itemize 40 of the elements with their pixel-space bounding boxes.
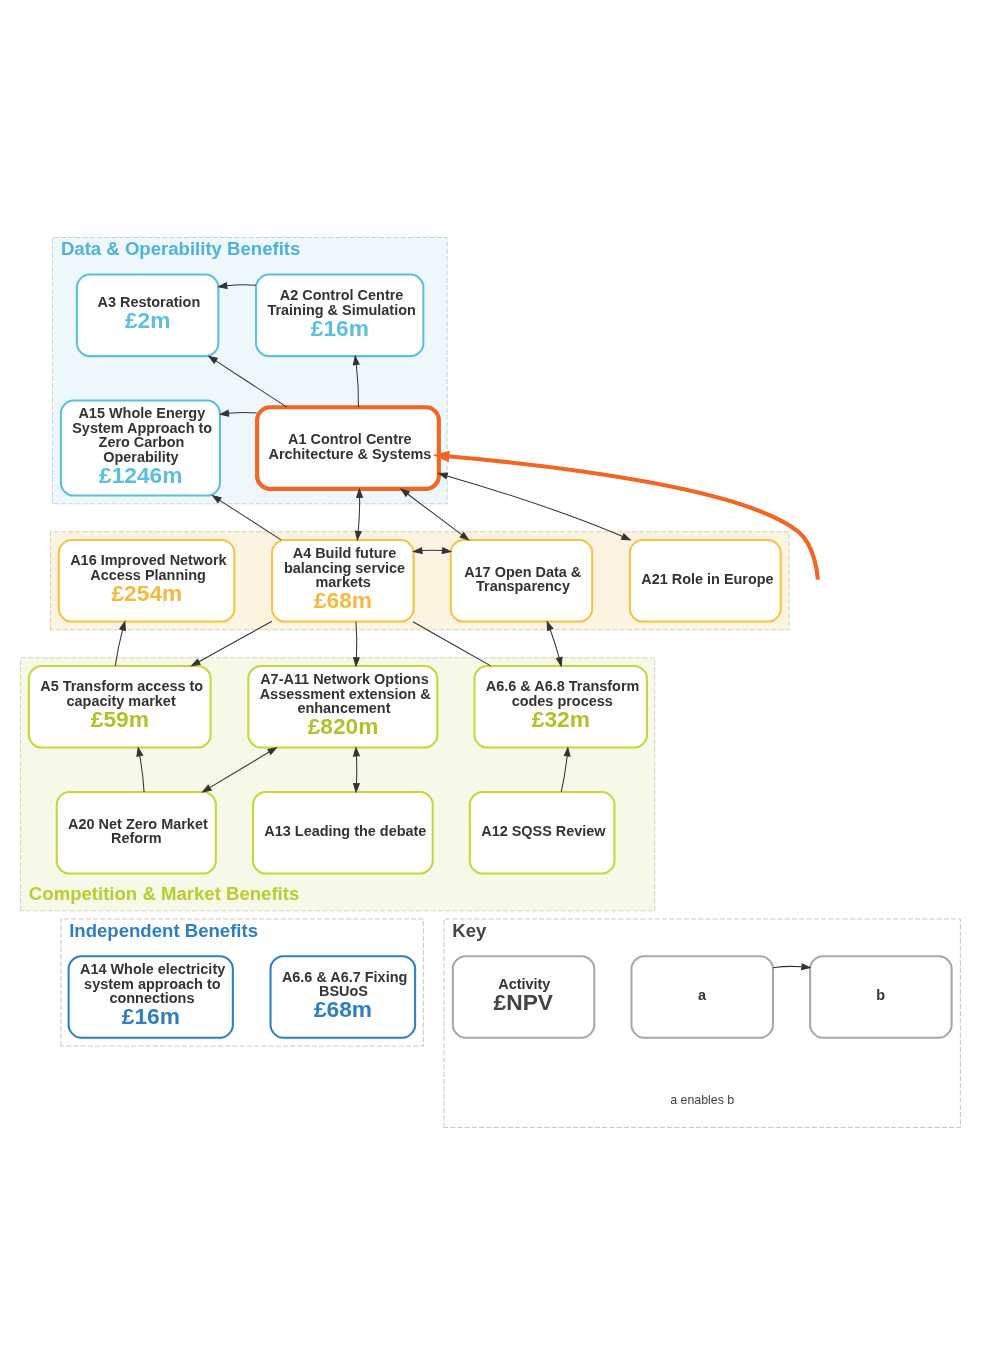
arrow: [352, 621, 361, 668]
arrow: [211, 494, 282, 541]
arrow: [218, 409, 258, 417]
node-box: A13 Leading the debate: [251, 790, 434, 875]
node-box: A2 Control Centre Training & Simulation £16m: [255, 273, 425, 358]
arrow: [352, 746, 361, 794]
node-box: Activity £NPV: [451, 955, 596, 1039]
label: a enables b: [670, 1092, 735, 1107]
arrow: [190, 620, 273, 667]
node-box: A21 Role in Europe: [628, 538, 782, 623]
connector: [412, 621, 492, 667]
arrow: [114, 620, 126, 667]
arrow: [772, 963, 812, 971]
node-box: A6.6 & A6.8 Transform codes process £32m: [473, 664, 648, 749]
arrow: [412, 546, 453, 555]
node-box: A1 Control Centre Architecture & Systems: [255, 405, 441, 491]
arrow: [201, 746, 278, 793]
node-box: A15 Whole Energy System Approach to Zero Carbon Operability £1246m: [59, 399, 221, 497]
arrow: [354, 487, 364, 542]
node-box: A6.6 & A6.7 Fixing BSUoS £68m: [269, 955, 417, 1039]
arrow: [399, 488, 470, 541]
node-box: A20 Net Zero Market Reform: [55, 790, 217, 875]
node-box: b: [809, 955, 953, 1039]
node-box: A7-A11 Network Options Assessment extension & enhancement £820m: [247, 664, 439, 749]
arrow: [352, 354, 360, 408]
node-box: A3 Restoration £2m: [75, 273, 220, 358]
arrow: [207, 355, 288, 408]
node-box: a: [630, 955, 774, 1039]
node-box: A17 Open Data & Transparency: [449, 538, 594, 623]
node-box: A16 Improved Network Access Planning £254m: [57, 538, 236, 623]
arrow: [437, 472, 632, 541]
node-box: A5 Transform access to capacity market £59m: [27, 664, 212, 749]
arrow: [217, 282, 257, 290]
node-box: A12 SQSS Review: [468, 790, 616, 875]
arrow: [432, 450, 820, 580]
arrow: [546, 620, 563, 668]
arrow: [136, 746, 145, 793]
node-box: A14 Whole electricity system approach to connections £16m: [67, 955, 234, 1039]
arrow: [560, 746, 571, 793]
node-box: A4 Build future balancing service markets £68m: [271, 538, 415, 623]
